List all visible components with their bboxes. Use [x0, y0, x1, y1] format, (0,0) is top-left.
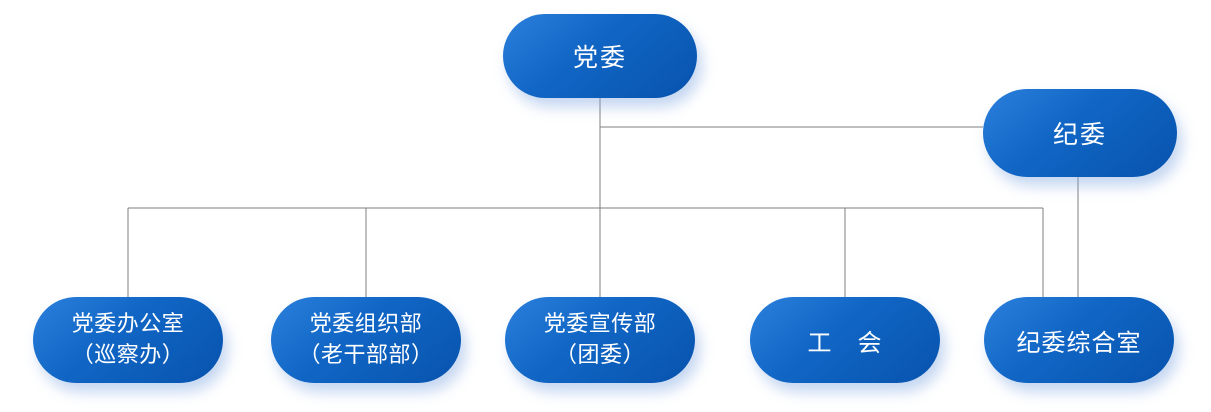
org-node-sublabel: （巡察办） [71, 343, 185, 368]
org-node-label: 党委组织部 [309, 312, 423, 337]
org-node-label: 党委宣传部 [543, 312, 657, 337]
org-node-label: 纪委综合室 [1016, 328, 1142, 357]
org-node-discipline-general-office: 纪委综合室 [984, 297, 1174, 383]
org-node-organization-dept: 党委组织部 （老干部部） [271, 297, 461, 383]
org-node-label: 工 会 [807, 328, 883, 357]
org-node-label: 纪委 [1052, 120, 1107, 149]
org-node-labor-union: 工 会 [750, 297, 940, 383]
org-node-propaganda-dept: 党委宣传部 （团委） [505, 297, 695, 383]
org-node-party-office: 党委办公室 （巡察办） [33, 297, 223, 383]
org-node-sublabel: （团委） [554, 343, 645, 368]
org-node-label: 党委办公室 [71, 312, 185, 337]
org-node-party-committee: 党委 [503, 14, 697, 98]
org-node-discipline-committee: 纪委 [983, 89, 1177, 177]
org-node-label: 党委 [572, 43, 627, 72]
org-node-sublabel: （老干部部） [298, 343, 434, 368]
